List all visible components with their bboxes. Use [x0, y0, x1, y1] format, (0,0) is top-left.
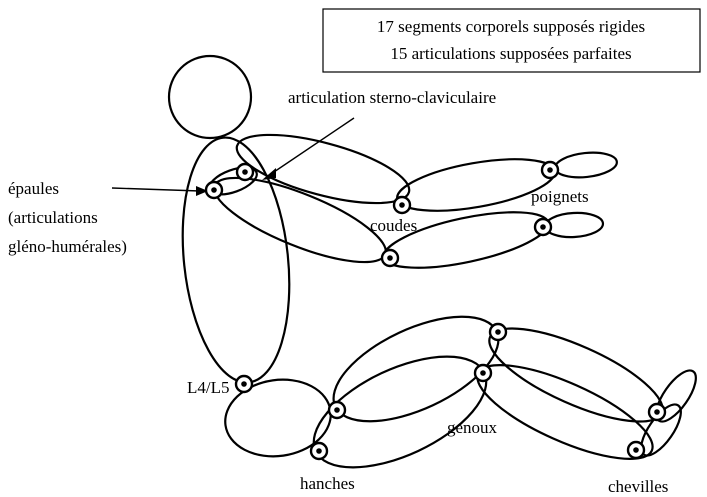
label-sterno-claviculaire: articulation sterno-claviculaire — [288, 88, 496, 107]
joint-wrist-left — [533, 217, 553, 237]
label-gleno-humerales: gléno-humérales) — [8, 237, 127, 256]
label-hanches: hanches — [300, 474, 355, 493]
label-coudes: coudes — [370, 216, 417, 235]
joints — [204, 160, 667, 461]
hand-left — [543, 211, 605, 239]
arrows — [111, 117, 355, 196]
legend-box: 17 segments corporels supposés rigides 1… — [322, 8, 701, 73]
label-genoux: genoux — [447, 418, 498, 437]
head-segment — [167, 54, 253, 140]
joint-hip-left — [309, 441, 329, 461]
joint-wrist-right — [540, 160, 560, 180]
label-l4l5: L4/L5 — [187, 378, 230, 397]
legend-line-2: 15 articulations supposées parfaites — [390, 44, 631, 63]
joint-ankle-left — [626, 440, 646, 460]
joint-elbow-right — [392, 195, 412, 215]
label-chevilles: chevilles — [608, 477, 668, 496]
joint-knee-right — [488, 322, 508, 342]
joint-l4l5 — [234, 374, 254, 394]
label-poignets: poignets — [531, 187, 589, 206]
label-articulations: (articulations — [8, 208, 98, 227]
hand-right — [554, 151, 618, 179]
forearm-right — [396, 158, 556, 212]
joint-knee-left — [473, 363, 493, 383]
joint-ankle-right — [647, 402, 667, 422]
joint-elbow-left — [380, 248, 400, 268]
joint-shoulder-right — [235, 162, 255, 182]
upper-arm-right — [235, 133, 411, 205]
label-epaules: épaules — [8, 179, 59, 198]
joint-hip-right — [327, 400, 347, 420]
upper-arm-left — [213, 176, 387, 264]
legend-line-1: 17 segments corporels supposés rigides — [377, 17, 645, 36]
shank-right — [488, 327, 664, 423]
joint-shoulder-left — [204, 180, 224, 200]
